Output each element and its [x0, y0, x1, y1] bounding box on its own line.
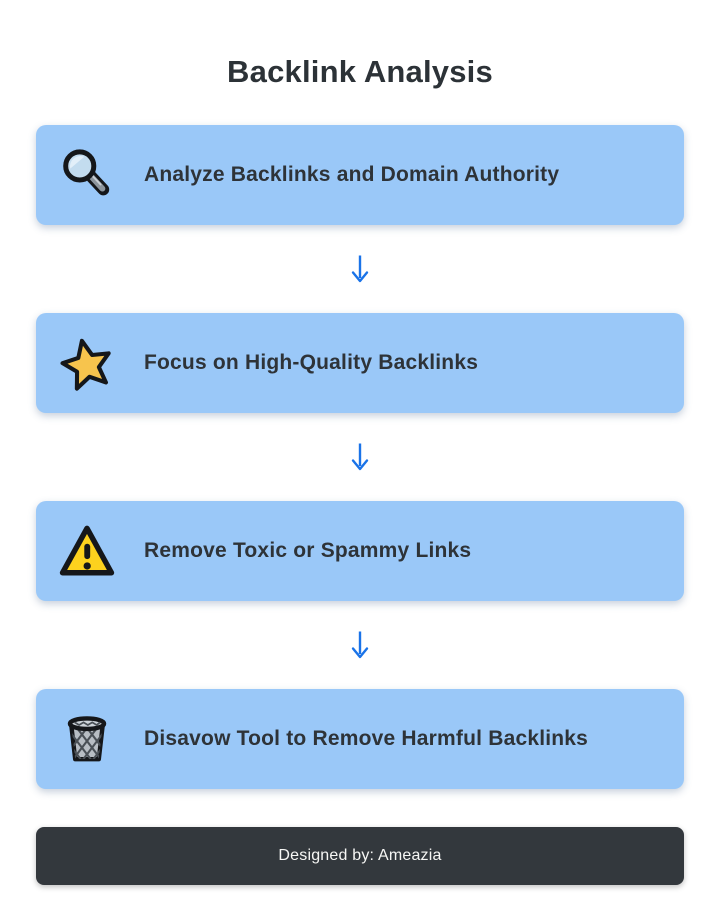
footer-credit-text: Designed by: Ameazia — [278, 847, 442, 864]
page-title: Backlink Analysis — [227, 54, 493, 89]
magnifier-icon — [58, 144, 116, 206]
step-label: Analyze Backlinks and Domain Authority — [144, 163, 560, 186]
step-card-disavow: Disavow Tool to Remove Harmful Backlinks — [36, 689, 684, 789]
flow-connector — [36, 225, 684, 313]
flow-connector — [36, 413, 684, 501]
flow-connector — [36, 601, 684, 689]
infographic-page: Backlink Analysis Analyze Backlinks and … — [36, 54, 684, 885]
step-card-analyze: Analyze Backlinks and Domain Authority — [36, 125, 684, 225]
step-label: Focus on High-Quality Backlinks — [144, 351, 479, 374]
down-arrow-icon — [351, 443, 369, 471]
step-label: Remove Toxic or Spammy Links — [144, 539, 472, 562]
footer-bar: Designed by: Ameazia — [36, 827, 684, 885]
trash-icon — [58, 708, 116, 770]
step-card-quality: Focus on High-Quality Backlinks — [36, 313, 684, 413]
warning-icon — [58, 520, 116, 582]
star-icon — [58, 332, 116, 394]
flow-diagram: Analyze Backlinks and Domain Authority F… — [36, 125, 684, 789]
down-arrow-icon — [351, 255, 369, 283]
step-label: Disavow Tool to Remove Harmful Backlinks — [144, 727, 589, 750]
down-arrow-icon — [351, 631, 369, 659]
step-card-toxic: Remove Toxic or Spammy Links — [36, 501, 684, 601]
